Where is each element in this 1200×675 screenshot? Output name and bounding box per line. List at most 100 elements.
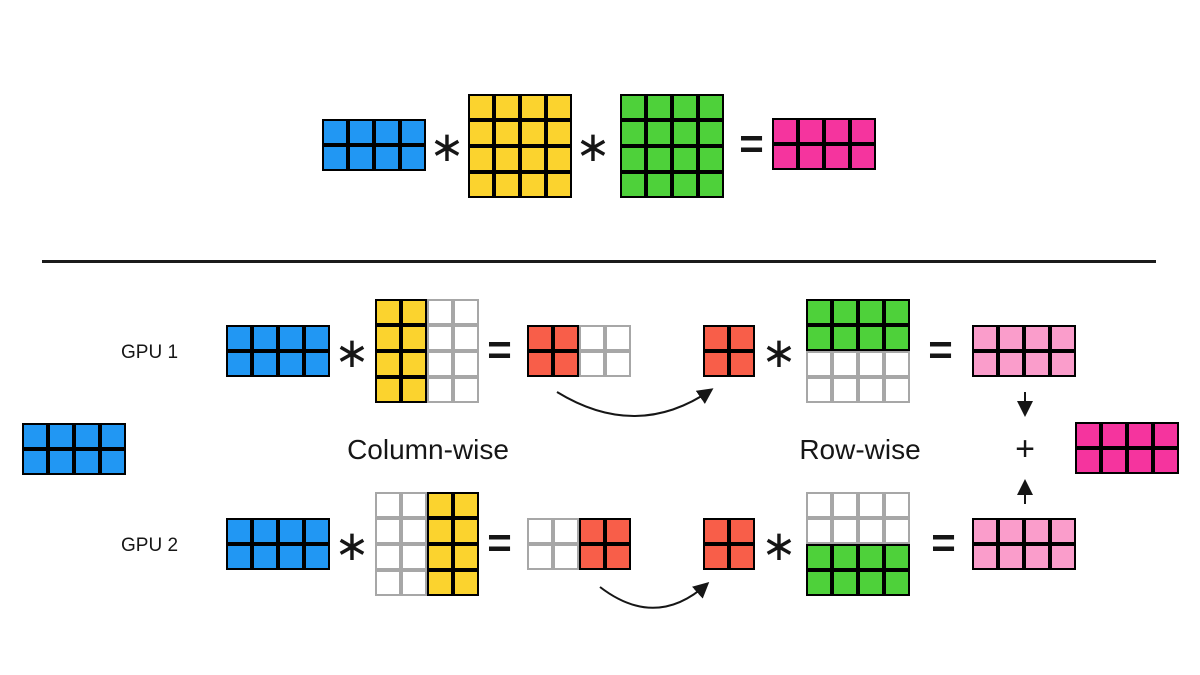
matrix-cell: [553, 544, 579, 570]
matrix-cell: [798, 144, 824, 170]
matrix-cell: [22, 449, 48, 475]
matrix-cell: [74, 423, 100, 449]
matrix-cell: [884, 570, 910, 596]
matrix-cell: [772, 144, 798, 170]
matrix-cell: [703, 518, 729, 544]
matrix-cell: [304, 351, 330, 377]
matrix-cell: [1024, 518, 1050, 544]
matrix-cell: [494, 120, 520, 146]
matrix-cell: [48, 449, 74, 475]
matrix-cell: [998, 351, 1024, 377]
matrix-weight-a-full: [468, 94, 572, 198]
matrix-cell: [884, 492, 910, 518]
gpu1-partial-result: [527, 325, 631, 377]
matrix-cell: [546, 120, 572, 146]
matrix-cell: [1024, 351, 1050, 377]
matrix-cell: [375, 299, 401, 325]
matrix-cell: [401, 492, 427, 518]
matrix-cell: [427, 351, 453, 377]
matrix-cell: [806, 492, 832, 518]
matrix-cell: [468, 120, 494, 146]
matrix-cell: [375, 492, 401, 518]
matrix-cell: [304, 544, 330, 570]
matrix-cell: [304, 325, 330, 351]
matrix-cell: [698, 172, 724, 198]
matrix-cell: [453, 351, 479, 377]
column-wise-label: Column-wise: [347, 434, 509, 465]
matrix-cell: [427, 325, 453, 351]
matrix-cell: [620, 94, 646, 120]
matrix-output-full: [772, 118, 876, 170]
matrix-weight-b-full: [620, 94, 724, 198]
matrix-cell: [252, 351, 278, 377]
matrix-cell: [401, 518, 427, 544]
matrix-cell: [832, 325, 858, 351]
matrix-cell: [527, 351, 553, 377]
gpu1-weight-a-column-shard: [375, 299, 479, 403]
matrix-cell: [226, 351, 252, 377]
matrix-cell: [806, 299, 832, 325]
matrix-cell: [278, 351, 304, 377]
equals-operator: =: [928, 326, 953, 373]
matrix-cell: [605, 518, 631, 544]
gpu2-partial-result: [527, 518, 631, 570]
matrix-cell: [1127, 422, 1153, 448]
matrix-cell: [453, 570, 479, 596]
equals-operator: =: [739, 120, 764, 167]
matrix-cell: [1024, 544, 1050, 570]
matrix-cell: [998, 544, 1024, 570]
matrix-cell: [672, 120, 698, 146]
matrix-cell: [832, 377, 858, 403]
multiply-operator: ∗: [575, 123, 611, 170]
matrix-cell: [620, 172, 646, 198]
equals-operator: =: [487, 326, 512, 373]
matrix-cell: [884, 351, 910, 377]
matrix-cell: [646, 94, 672, 120]
matrix-cell: [278, 544, 304, 570]
matrix-cell: [858, 377, 884, 403]
matrix-cell: [304, 518, 330, 544]
matrix-cell: [884, 325, 910, 351]
matrix-cell: [806, 544, 832, 570]
matrix-cell: [646, 120, 672, 146]
matrix-cell: [620, 120, 646, 146]
matrix-cell: [858, 570, 884, 596]
matrix-cell: [553, 325, 579, 351]
matrix-cell: [401, 299, 427, 325]
matrix-cell: [553, 518, 579, 544]
matrix-cell: [672, 94, 698, 120]
matrix-cell: [698, 120, 724, 146]
matrix-cell: [806, 570, 832, 596]
matrix-cell: [1075, 448, 1101, 474]
matrix-cell: [401, 377, 427, 403]
matrix-cell: [401, 351, 427, 377]
matrix-cell: [605, 544, 631, 570]
matrix-cell: [806, 518, 832, 544]
matrix-cell: [278, 518, 304, 544]
matrix-cell: [1153, 422, 1179, 448]
matrix-cell: [375, 351, 401, 377]
matrix-cell: [468, 94, 494, 120]
gpu2-weight-b-row-shard: [806, 492, 910, 596]
gpu1-weight-b-row-shard: [806, 299, 910, 403]
gpu1-label: GPU 1: [121, 342, 179, 363]
row-wise-label: Row-wise: [799, 434, 921, 465]
matrix-cell: [832, 351, 858, 377]
matrix-cell: [806, 351, 832, 377]
multiply-operator: ∗: [334, 522, 370, 569]
matrix-cell: [703, 544, 729, 570]
matrix-cell: [374, 145, 400, 171]
gpu2-input-matrix: [226, 518, 330, 570]
matrix-cell: [824, 118, 850, 144]
gpu1-activation-block: [703, 325, 755, 377]
matrix-cell: [605, 325, 631, 351]
matrix-cell: [884, 377, 910, 403]
matrix-cell: [322, 145, 348, 171]
matrix-shared-input: [22, 423, 126, 475]
matrix-cell: [850, 118, 876, 144]
matrix-cell: [520, 94, 546, 120]
matrix-cell: [48, 423, 74, 449]
matrix-cell: [527, 325, 553, 351]
matrix-cell: [824, 144, 850, 170]
